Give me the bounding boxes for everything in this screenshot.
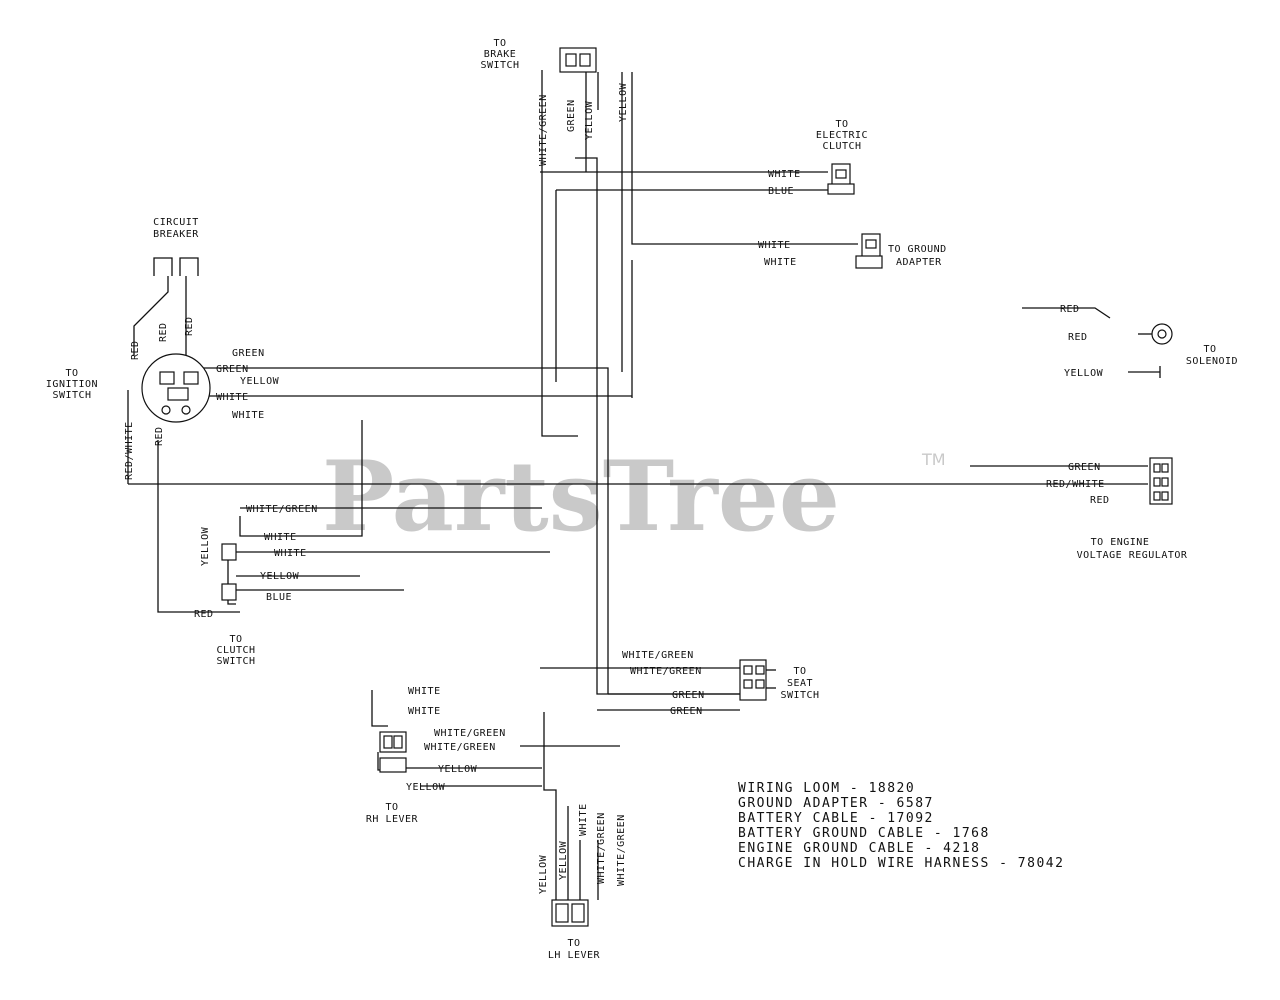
wire-label: YELLOW bbox=[538, 854, 549, 894]
solenoid-terminal bbox=[1138, 323, 1173, 378]
wire-label: RED bbox=[1090, 495, 1110, 506]
wire-label: WHITE/GREEN bbox=[622, 650, 694, 661]
caption-regulator-1: TO ENGINE bbox=[1091, 537, 1150, 548]
wire-label: WHITE bbox=[408, 706, 441, 717]
wire-label: WHITE bbox=[408, 686, 441, 697]
caption-breaker-2: BREAKER bbox=[153, 229, 199, 240]
wire-label: RED bbox=[1068, 332, 1088, 343]
wire-label: YELLOW bbox=[260, 571, 300, 582]
wire-label: RED bbox=[154, 426, 165, 446]
wire-label: YELLOW bbox=[438, 764, 478, 775]
wire-label: GREEN bbox=[672, 690, 705, 701]
wire-label: WHITE/GREEN bbox=[538, 94, 549, 166]
wire-label: WHITE bbox=[578, 803, 589, 836]
caption-clutch-switch-3: SWITCH bbox=[216, 656, 255, 667]
wire-label: WHITE/GREEN bbox=[246, 504, 318, 515]
wire-label: GREEN bbox=[232, 348, 265, 359]
wire-label: WHITE/GREEN bbox=[596, 812, 607, 884]
caption-ignition-1: TO bbox=[65, 368, 78, 379]
wire-label: WHITE bbox=[232, 410, 265, 421]
caption-solenoid-2: SOLENOID bbox=[1186, 356, 1238, 367]
wire-label: YELLOW bbox=[1064, 368, 1104, 379]
wire-label: GREEN bbox=[670, 706, 703, 717]
wire-label: RED bbox=[1060, 304, 1080, 315]
caption-lh-lever-2: LH LEVER bbox=[548, 950, 601, 961]
caption-seat-1: TO bbox=[793, 666, 806, 677]
caption-ground-adapter-2: ADAPTER bbox=[896, 257, 942, 268]
clutch-switch-connector bbox=[221, 543, 237, 601]
wire-label: WHITE/GREEN bbox=[424, 742, 496, 753]
wire-label: YELLOW bbox=[406, 782, 446, 793]
wire-label: WHITE bbox=[768, 169, 801, 180]
wire-label: WHITE bbox=[216, 392, 249, 403]
wire-label: GREEN bbox=[566, 99, 577, 132]
caption-ignition-2: IGNITION bbox=[46, 379, 98, 390]
caption-clutch-2: ELECTRIC bbox=[816, 130, 868, 141]
caption-ground-adapter-1: TO GROUND bbox=[888, 244, 947, 255]
wire-label: BLUE bbox=[768, 186, 794, 197]
wire-label: RED/WHITE bbox=[124, 421, 135, 480]
seat-switch-connector bbox=[739, 659, 776, 701]
caption-clutch-switch-1: TO bbox=[229, 634, 242, 645]
caption-clutch-1: TO bbox=[835, 119, 848, 130]
caption-brake-switch-1: TO bbox=[493, 38, 506, 49]
wire-label: YELLOW bbox=[200, 526, 211, 566]
wire-label: RED/WHITE bbox=[1046, 479, 1105, 490]
caption-breaker-1: CIRCUIT bbox=[153, 217, 199, 228]
parts-list-item: BATTERY CABLE - 17092 bbox=[738, 811, 934, 826]
watermark: PartsTree bbox=[322, 440, 840, 553]
ignition-switch-connector bbox=[141, 353, 211, 423]
wire-label: YELLOW bbox=[618, 82, 629, 122]
wire-label: WHITE bbox=[764, 257, 797, 268]
caption-rh-lever-1: TO bbox=[385, 802, 398, 813]
caption-clutch-switch-2: CLUTCH bbox=[216, 645, 255, 656]
caption-clutch-3: CLUTCH bbox=[822, 141, 861, 152]
component-captions: TO BRAKE SWITCH TO ELECTRIC CLUTCH TO GR… bbox=[46, 38, 1238, 961]
caption-solenoid-1: TO bbox=[1203, 344, 1216, 355]
ground-adapter-connector bbox=[855, 233, 883, 269]
wire-label: GREEN bbox=[1068, 462, 1101, 473]
caption-lh-lever-1: TO bbox=[567, 938, 580, 949]
wire-label: WHITE/GREEN bbox=[630, 666, 702, 677]
caption-brake-switch-2: BRAKE bbox=[484, 49, 517, 60]
rh-lever-connector bbox=[379, 731, 407, 773]
caption-seat-2: SEAT bbox=[787, 678, 813, 689]
wire-label: YELLOW bbox=[240, 376, 280, 387]
wire-label: RED bbox=[184, 316, 195, 336]
wire-label: WHITE/GREEN bbox=[434, 728, 506, 739]
wire-label: WHITE bbox=[758, 240, 791, 251]
watermark-tm: TM bbox=[921, 450, 946, 469]
caption-rh-lever-2: RH LEVER bbox=[366, 814, 419, 825]
wire-labels: WHITE/GREEN GREEN YELLOW YELLOW WHITE BL… bbox=[124, 82, 1110, 894]
caption-regulator-2: VOLTAGE REGULATOR bbox=[1077, 550, 1188, 561]
wire-label: WHITE bbox=[264, 532, 297, 543]
parts-list-item: WIRING LOOM - 18820 bbox=[738, 781, 915, 796]
wire-label: YELLOW bbox=[584, 100, 595, 140]
wire-label: BLUE bbox=[266, 592, 292, 603]
wire-label: RED bbox=[158, 322, 169, 342]
parts-list-item: CHARGE IN HOLD WIRE HARNESS - 78042 bbox=[738, 856, 1064, 871]
wire-label: WHITE/GREEN bbox=[616, 814, 627, 886]
brake-switch-connector bbox=[559, 47, 597, 73]
wire-label: GREEN bbox=[216, 364, 249, 375]
parts-list-item: BATTERY GROUND CABLE - 1768 bbox=[738, 826, 990, 841]
electric-clutch-connector bbox=[827, 163, 855, 195]
parts-list-item: GROUND ADAPTER - 6587 bbox=[738, 796, 934, 811]
voltage-regulator-connector bbox=[1149, 457, 1173, 505]
wire-label: YELLOW bbox=[558, 840, 569, 880]
connectors bbox=[133, 47, 1173, 927]
lh-lever-connector bbox=[551, 899, 589, 927]
parts-list: WIRING LOOM - 18820 GROUND ADAPTER - 658… bbox=[738, 781, 1064, 871]
circuit-breaker-terminals bbox=[133, 257, 199, 370]
caption-ignition-3: SWITCH bbox=[52, 390, 91, 401]
wires bbox=[127, 70, 1160, 900]
wire-label: RED bbox=[130, 340, 141, 360]
caption-seat-3: SWITCH bbox=[780, 690, 819, 701]
parts-list-item: ENGINE GROUND CABLE - 4218 bbox=[738, 841, 981, 856]
wire-label: RED bbox=[194, 609, 214, 620]
caption-brake-switch-3: SWITCH bbox=[480, 60, 519, 71]
wire-label: WHITE bbox=[274, 548, 307, 559]
